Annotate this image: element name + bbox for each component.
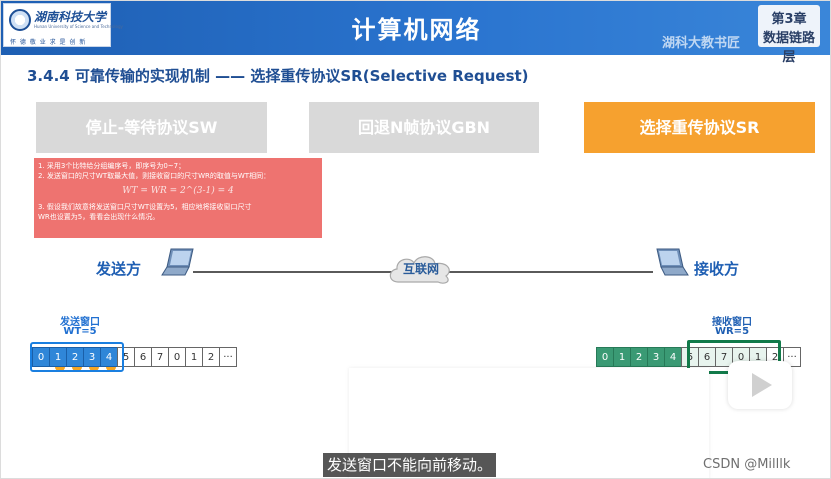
note-line-3a: 3. 假设我们故意将发送窗口尺寸WT设置为5，相应地将接收窗口尺寸 xyxy=(38,203,252,211)
receiver-window-title: 接收窗口 xyxy=(712,317,752,328)
ack-arrow-icon xyxy=(106,367,116,371)
sender-label: 发送方 xyxy=(96,260,142,278)
note-line-3b: WR也设置为5，看看会出现什么情况。 xyxy=(38,213,160,221)
sender-seq-cell: 6 xyxy=(134,347,152,367)
logo-subtitle: Hunan University of Science and Technolo… xyxy=(34,24,123,29)
sender-seq-cell: 1 xyxy=(185,347,203,367)
tab-stop-and-wait[interactable]: 停止-等待协议SW xyxy=(36,102,267,153)
tab-go-back-n[interactable]: 回退N帧协议GBN xyxy=(309,102,539,153)
note-line-1: 1. 采用3个比特给分组编序号，即序号为0~7； xyxy=(38,162,186,170)
chapter-name: 数据链路层 xyxy=(762,31,815,65)
university-emblem-icon xyxy=(9,9,31,31)
internet-cloud-icon xyxy=(389,256,450,284)
sender-sequence-row: 0 1 2 3 4 5 6 7 0 1 2 ··· xyxy=(32,347,237,367)
sender-window-title: 发送窗口 xyxy=(60,317,100,328)
sender-seq-cell: ··· xyxy=(219,347,237,367)
receiver-label: 接收方 xyxy=(694,260,740,278)
sender-window-size: WT=5 xyxy=(63,326,97,337)
receiver-seq-cell: 3 xyxy=(647,347,665,367)
receiver-sequence-row: 0 1 2 3 4 5 6 7 0 1 2 ··· xyxy=(596,347,801,367)
cloud-label: 互联网 xyxy=(402,262,439,276)
chapter-badge: 第3章 数据链路层 xyxy=(758,5,820,65)
ack-arrow-icon xyxy=(55,367,65,371)
receiver-seq-cell: 1 xyxy=(613,347,631,367)
sender-seq-cell: 0 xyxy=(168,347,186,367)
window-size-formula: WT = WR = 2^(3-1) = 4 xyxy=(122,186,234,196)
sender-window-frame xyxy=(30,342,124,372)
receiver-seq-cell: 2 xyxy=(630,347,648,367)
note-box: 1. 采用3个比特给分组编序号，即序号为0~7； 2. 发送窗口的尺寸WT取最大… xyxy=(34,158,322,238)
course-title: 计算机网络 xyxy=(351,16,482,44)
sender-laptop-icon xyxy=(161,248,194,276)
play-button[interactable] xyxy=(728,361,792,409)
chapter-number: 第3章 xyxy=(771,12,807,27)
section-title: 3.4.4 可靠传输的实现机制 —— 选择重传协议SR(Selective Re… xyxy=(27,67,529,85)
receiver-seq-cell: 7 xyxy=(715,347,733,367)
receiver-window-size: WR=5 xyxy=(714,326,750,337)
note-line-2: 2. 发送窗口的尺寸WT取最大值，则接收窗口的尺寸WR的取值与WT相同： xyxy=(38,172,271,180)
university-logo: 湖南科技大学 Hunan University of Science and T… xyxy=(3,3,123,47)
receiver-seq-cell: 0 xyxy=(596,347,614,367)
logo-motto: 怀 德 敬 业 求 是 创 新 xyxy=(10,39,87,46)
slide-header: 湖南科技大学 Hunan University of Science and T… xyxy=(1,1,830,65)
header-watermark: 湖科大教书匠 xyxy=(662,36,741,51)
sender-seq-cell: 5 xyxy=(117,347,135,367)
play-icon xyxy=(752,373,772,397)
sender-seq-cell: 2 xyxy=(202,347,220,367)
csdn-watermark: CSDN @Milllk xyxy=(703,457,791,472)
receiver-laptop-icon xyxy=(656,248,689,276)
receiver-seq-cell: 4 xyxy=(664,347,682,367)
video-subtitle: 发送窗口不能向前移动。 xyxy=(323,453,497,477)
logo-name: 湖南科技大学 xyxy=(34,10,107,24)
ack-arrow-icon xyxy=(72,367,82,371)
sender-seq-cell: 7 xyxy=(151,347,169,367)
tab-selective-repeat[interactable]: 选择重传协议SR xyxy=(584,102,815,153)
ack-arrow-icon xyxy=(89,367,99,371)
